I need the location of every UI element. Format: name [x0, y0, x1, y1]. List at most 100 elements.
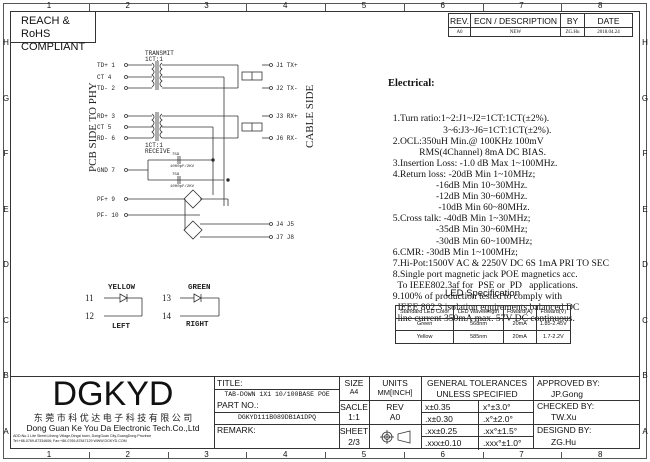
- electrical-line: -16dB Min 10~30MHz.: [388, 180, 528, 192]
- grid-divider: [403, 452, 405, 459]
- electrical-line: -10dB Min 60~80MHz.: [388, 202, 530, 214]
- row-label: F: [642, 149, 648, 158]
- sheet-value: 2/3: [348, 437, 360, 447]
- led-cell: 568nm: [453, 317, 504, 331]
- grid-divider: [246, 3, 248, 11]
- pin-j6: J6 RX-: [276, 135, 298, 142]
- row-label: D: [642, 260, 648, 269]
- tolerance-value: x°±3.0°: [483, 402, 511, 412]
- cap-label-1: 1000pF/2KV: [170, 164, 195, 169]
- electrical-line: 9.100% of production tested to comply wi…: [388, 290, 562, 302]
- approved-label: APPROVED BY:: [537, 378, 600, 388]
- grid-divider: [88, 3, 90, 11]
- electrical-line: -12dB Min 30~60MHz.: [388, 191, 528, 203]
- pin-j2: J2 TX-: [276, 85, 298, 92]
- column-label: 7: [519, 450, 524, 459]
- part-no-value: DGKYD111B089DB1A1DPQ: [237, 414, 316, 421]
- led-left-side: LEFT: [112, 323, 131, 331]
- company-name-cn: 东 莞 市 科 优 达 电 子 科 技 有 限 公 司: [33, 413, 193, 423]
- row-label: G: [641, 93, 649, 103]
- grid-divider: [482, 452, 484, 459]
- electrical-line: 4.Return loss: -20dB Min 1~10MHz;: [388, 168, 536, 180]
- row-label: C: [642, 315, 648, 325]
- designed-value: ZG.Hu: [551, 437, 577, 447]
- electrical-line: RMS(4Channel) 8mA DC BIAS.: [388, 146, 547, 158]
- title-value: TAB-DOWN 1X1 10/100BASE POE: [224, 391, 330, 398]
- pin-rd-plus: RD+ 3: [97, 113, 115, 120]
- led-spec-title: LED Specification: [445, 288, 520, 299]
- electrical-spec: Electrical: 1.Turn ratio:1~2:J1~J2=1CT:1…: [388, 56, 609, 335]
- cap-label-2: 1000pF/2KV: [170, 184, 195, 189]
- led-left-pin-a: 11: [85, 293, 94, 303]
- column-label: 5: [361, 1, 367, 10]
- pcb-side-label: PCB SIDE TO PHY: [87, 82, 99, 172]
- tolerances-title-1: GENERAL TOLERANCES: [427, 378, 527, 388]
- column-label: 8: [598, 450, 603, 459]
- ecn-header: ECN / DESCRIPTION: [470, 13, 561, 28]
- column-label: 5: [361, 450, 367, 459]
- tolerance-value: .xx°±1.5°: [483, 426, 518, 436]
- company-contact: Tel:+86-0769-87334606; Fax:+86-0769-8784…: [13, 439, 127, 443]
- column-label: 8: [598, 1, 603, 10]
- pin-j1: J1 TX+: [276, 62, 298, 69]
- row-label: H: [3, 38, 9, 47]
- rev-label: REV: [386, 402, 404, 412]
- tolerances-title-2: UNLESS SPECIFIED: [436, 389, 518, 399]
- electrical-line: 6.CMR: -30dB Min 1~100MHz;: [388, 246, 518, 258]
- tolerance-value: .xx±0.25: [425, 426, 458, 436]
- grid-divider: [325, 452, 326, 459]
- led-header-wavelength: LED Wavelength: [453, 305, 504, 319]
- grid-divider: [88, 452, 90, 459]
- led-right-pin-b: 14: [162, 311, 172, 321]
- electrical-line: 8.Single port magnetic jack POE magnetic…: [388, 268, 578, 280]
- column-label: 2: [125, 450, 130, 459]
- checked-value: TW.Xu: [551, 412, 577, 422]
- pin-gnd: GND 7: [97, 167, 115, 174]
- electrical-line: 2.OCL:350uH Min.@ 100KHz 100mV: [388, 135, 544, 147]
- electrical-line: 3~6:J3~J6=1CT:1CT(±2%).: [388, 124, 552, 136]
- date-header: DATE: [584, 13, 633, 28]
- led-cell: 1.7-2.2V: [535, 330, 572, 344]
- electrical-line: To IEEE802.3af for PSE or PD application…: [388, 279, 578, 291]
- schematic: TRANSMIT 1CT:1 1CT:1 RECEIVE TD+ 1 CT 4 …: [85, 50, 316, 331]
- column-label: 1: [46, 1, 52, 10]
- column-label: 6: [440, 1, 445, 10]
- led-right-color: GREEN: [188, 284, 211, 292]
- checked-label: CHECKED BY:: [537, 401, 595, 411]
- by-value: ZG.Hu: [560, 27, 585, 37]
- row-label: G: [2, 93, 10, 103]
- led-header-voltage: Foward(V): [535, 305, 572, 319]
- grid-divider: [403, 3, 405, 11]
- row-label: A: [3, 426, 9, 436]
- compliance-box: REACH & RoHS COMPLIANT: [10, 11, 96, 53]
- electrical-line: 3.Insertion Loss: -1.0 dB Max 1~100MHz.: [388, 157, 558, 169]
- cable-side-label: CABLE SIDE: [304, 84, 316, 148]
- scale-value: 1:1: [348, 412, 360, 422]
- pin-td-minus: TD- 2: [97, 85, 115, 92]
- electrical-line: 7.Hi-Pot:1500V AC & 2250V DC 6S 1mA PRI …: [388, 257, 610, 269]
- pin-pf-plus: PF+ 9: [97, 196, 115, 203]
- projection-symbol-icon: [380, 430, 411, 444]
- pin-rd-minus: RD- 6: [97, 135, 115, 142]
- column-label: 7: [519, 1, 524, 10]
- tolerance-value: .xxx±0.10: [425, 438, 462, 448]
- company-logo: DGKYD: [52, 375, 174, 413]
- column-label: 3: [204, 1, 209, 10]
- led-cell: Green: [394, 317, 455, 331]
- pin-terminals: [124, 63, 273, 239]
- column-label: 3: [204, 450, 209, 459]
- date-value: 2018.04.24: [584, 27, 633, 37]
- rev-value: A0: [448, 27, 471, 37]
- receive-label: RECEIVE: [145, 148, 171, 155]
- pin-ct-tx: CT 4: [97, 74, 112, 81]
- approved-value: JP.Gong: [551, 389, 583, 399]
- grid-divider: [167, 3, 169, 11]
- ecn-value: NEW: [470, 27, 561, 37]
- pin-pf-minus: PF- 10: [97, 212, 119, 219]
- pin-ct-rx: CT 5: [97, 124, 112, 131]
- row-label: E: [642, 204, 648, 214]
